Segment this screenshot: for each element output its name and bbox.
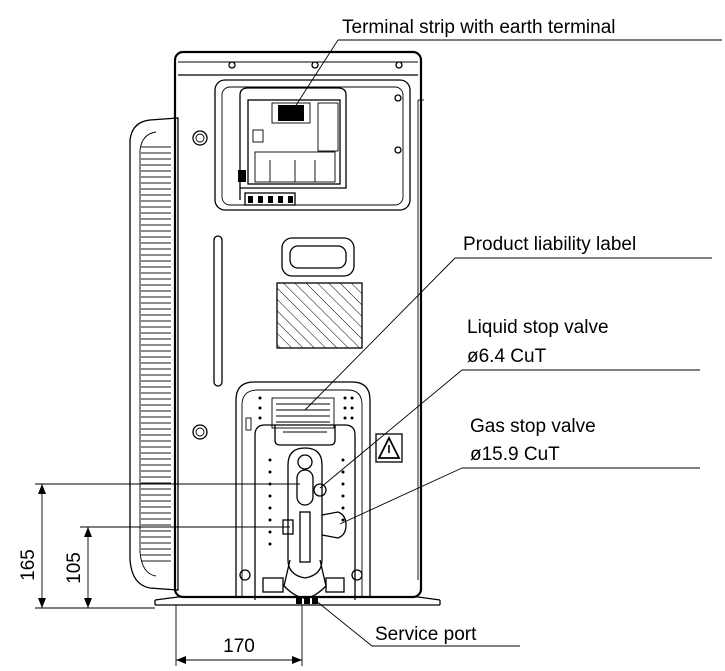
valve-area [235, 381, 371, 604]
label-gas-valve-size: ø15.9 CuT [470, 444, 560, 465]
label-terminal-strip: Terminal strip with earth terminal [342, 17, 615, 38]
electrical-box [214, 79, 411, 211]
label-gas-valve: Gas stop valve [470, 416, 596, 437]
fan-grille [129, 117, 179, 591]
dimension-165: 165 [18, 549, 39, 581]
dimension-105: 105 [64, 552, 85, 584]
dimension-170: 170 [223, 636, 255, 657]
dimension-lines [35, 483, 303, 666]
unit-base [154, 596, 441, 606]
hatched-panel [276, 282, 363, 349]
carry-handle [281, 237, 355, 277]
label-liquid-valve: Liquid stop valve [467, 317, 609, 338]
warning-sticker [375, 433, 403, 463]
label-product-liability: Product liability label [463, 234, 636, 255]
leader-lines [290, 39, 722, 647]
label-service-port: Service port [375, 624, 477, 645]
label-liquid-valve-size: ø6.4 CuT [467, 346, 547, 367]
